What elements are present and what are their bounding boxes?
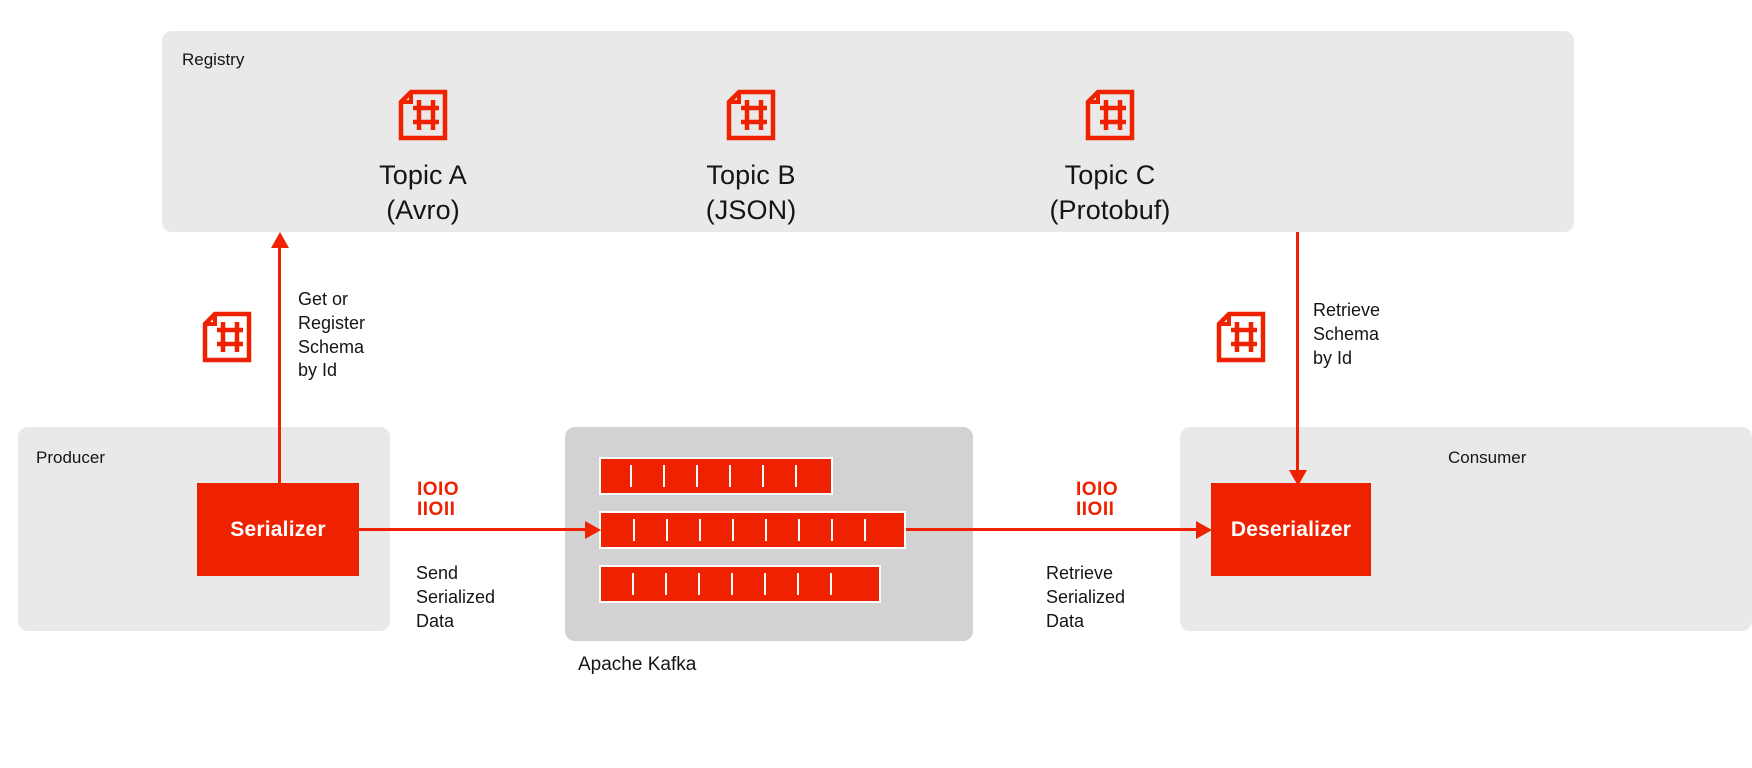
topic-b: Topic B (JSON) bbox=[641, 88, 861, 227]
binary-data-icon: IOIO IIOII bbox=[1076, 479, 1119, 520]
retrieve-data-arrow-line bbox=[906, 528, 1204, 531]
binary-data-icon: IOIO IIOII bbox=[417, 479, 460, 520]
register-schema-arrow-head bbox=[271, 232, 289, 248]
kafka-partition-3 bbox=[599, 565, 881, 603]
schema-document-icon bbox=[1085, 89, 1135, 141]
schema-document-icon bbox=[1216, 311, 1266, 363]
serializer-box: Serializer bbox=[197, 483, 359, 576]
register-schema-arrow-line bbox=[278, 247, 281, 487]
registry-title: Registry bbox=[182, 50, 245, 69]
topic-c-format: (Protobuf) bbox=[1049, 194, 1171, 225]
register-schema-caption: Get or Register Schema by Id bbox=[298, 289, 366, 381]
retrieve-schema-arrow-head bbox=[1289, 470, 1307, 486]
retrieve-data-caption: Retrieve Serialized Data bbox=[1046, 563, 1126, 631]
send-data-arrow-line bbox=[359, 528, 591, 531]
topic-a-name: Topic A bbox=[379, 160, 467, 190]
deserializer-box: Deserializer bbox=[1211, 483, 1371, 576]
topic-c-name: Topic C bbox=[1064, 160, 1156, 190]
send-data-arrow-head bbox=[585, 521, 601, 539]
topic-b-name: Topic B bbox=[706, 160, 796, 190]
send-data-caption: Send Serialized Data bbox=[416, 563, 496, 631]
registry-panel bbox=[162, 31, 1574, 232]
retrieve-data-arrow-head bbox=[1196, 521, 1212, 539]
topic-c: Topic C (Protobuf) bbox=[1000, 88, 1220, 227]
retrieve-schema-caption: Retrieve Schema by Id bbox=[1313, 300, 1381, 368]
retrieve-schema-arrow-line bbox=[1296, 232, 1299, 476]
topic-a-format: (Avro) bbox=[386, 194, 460, 225]
producer-title: Producer bbox=[36, 448, 105, 467]
topic-a: Topic A (Avro) bbox=[313, 88, 533, 227]
kafka-partition-1 bbox=[599, 457, 833, 495]
schema-document-icon bbox=[202, 311, 252, 363]
schema-document-icon bbox=[398, 89, 448, 141]
consumer-title: Consumer bbox=[1448, 448, 1527, 467]
kafka-caption: Apache Kafka bbox=[578, 654, 697, 675]
schema-document-icon bbox=[726, 89, 776, 141]
topic-b-format: (JSON) bbox=[705, 194, 797, 225]
kafka-partition-2 bbox=[599, 511, 906, 549]
